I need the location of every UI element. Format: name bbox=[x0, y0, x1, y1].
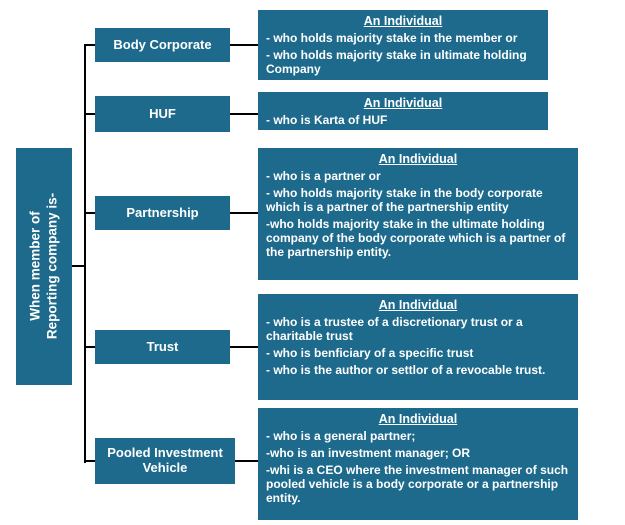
detail-box-huf: An Individual - who is Karta of HUF bbox=[258, 92, 548, 130]
connector-line bbox=[84, 113, 96, 115]
detail-box-pooled-investment-vehicle: An Individual - who is a general partner… bbox=[258, 408, 578, 520]
connector-line bbox=[230, 212, 258, 214]
branch-label: Trust bbox=[146, 338, 179, 354]
detail-box-body-corporate: An Individual - who holds majority stake… bbox=[258, 10, 548, 80]
connector-line bbox=[230, 346, 258, 348]
connector-line bbox=[235, 460, 258, 462]
detail-item: - who holds majority stake in the member… bbox=[266, 31, 518, 45]
detail-item: - who is a general partner; bbox=[266, 429, 416, 443]
detail-item: -whi is a CEO where the investment manag… bbox=[266, 463, 569, 506]
branch-node-pooled-investment-vehicle: Pooled Investment Vehicle bbox=[95, 438, 235, 484]
branch-label: Partnership bbox=[126, 204, 199, 220]
root-node-reporting-company: When member of Reporting company is- bbox=[16, 148, 72, 385]
detail-item: - who is Karta of HUF bbox=[266, 113, 388, 127]
detail-item: - who holds majority stake in ultimate h… bbox=[266, 48, 527, 77]
root-node-label: When member of Reporting company is- bbox=[17, 148, 73, 385]
detail-title: An Individual bbox=[363, 96, 443, 110]
spine-connector-line bbox=[84, 44, 86, 463]
detail-title: An Individual bbox=[363, 14, 443, 28]
detail-box-partnership: An Individual - who is a partner or - wh… bbox=[258, 148, 578, 280]
detail-title: An Individual bbox=[378, 298, 458, 312]
connector-line bbox=[84, 212, 96, 214]
root-label-line-2: Reporting company is- bbox=[44, 192, 60, 340]
detail-item: - who is benficiary of a specific trust bbox=[266, 346, 474, 361]
connector-line bbox=[230, 113, 258, 115]
detail-item: - who holds majority stake in the body c… bbox=[266, 186, 543, 215]
branch-node-body-corporate: Body Corporate bbox=[95, 28, 230, 62]
detail-item: - who is the author or settlor of a revo… bbox=[266, 363, 546, 378]
branch-label: Body Corporate bbox=[113, 36, 212, 52]
connector-line bbox=[230, 44, 258, 46]
root-connector-line bbox=[72, 265, 84, 267]
detail-item: -who is an investment manager; OR bbox=[266, 446, 471, 461]
branch-label: HUF bbox=[149, 105, 176, 121]
root-label-line-1: When member of bbox=[27, 211, 43, 321]
connector-line bbox=[84, 346, 96, 348]
branch-node-partnership: Partnership bbox=[95, 196, 230, 230]
detail-item: - who is a trustee of a discretionary tr… bbox=[266, 315, 523, 344]
branch-label: Pooled Investment Vehicle bbox=[107, 445, 223, 475]
branch-node-huf: HUF bbox=[95, 96, 230, 132]
connector-line bbox=[84, 460, 96, 462]
detail-title: An Individual bbox=[378, 412, 458, 426]
detail-title: An Individual bbox=[378, 152, 458, 166]
detail-box-trust: An Individual - who is a trustee of a di… bbox=[258, 294, 578, 400]
detail-item: -who holds majority stake in the ultimat… bbox=[266, 217, 566, 260]
branch-node-trust: Trust bbox=[95, 330, 230, 364]
connector-line bbox=[84, 44, 96, 46]
detail-item: - who is a partner or bbox=[266, 169, 381, 183]
